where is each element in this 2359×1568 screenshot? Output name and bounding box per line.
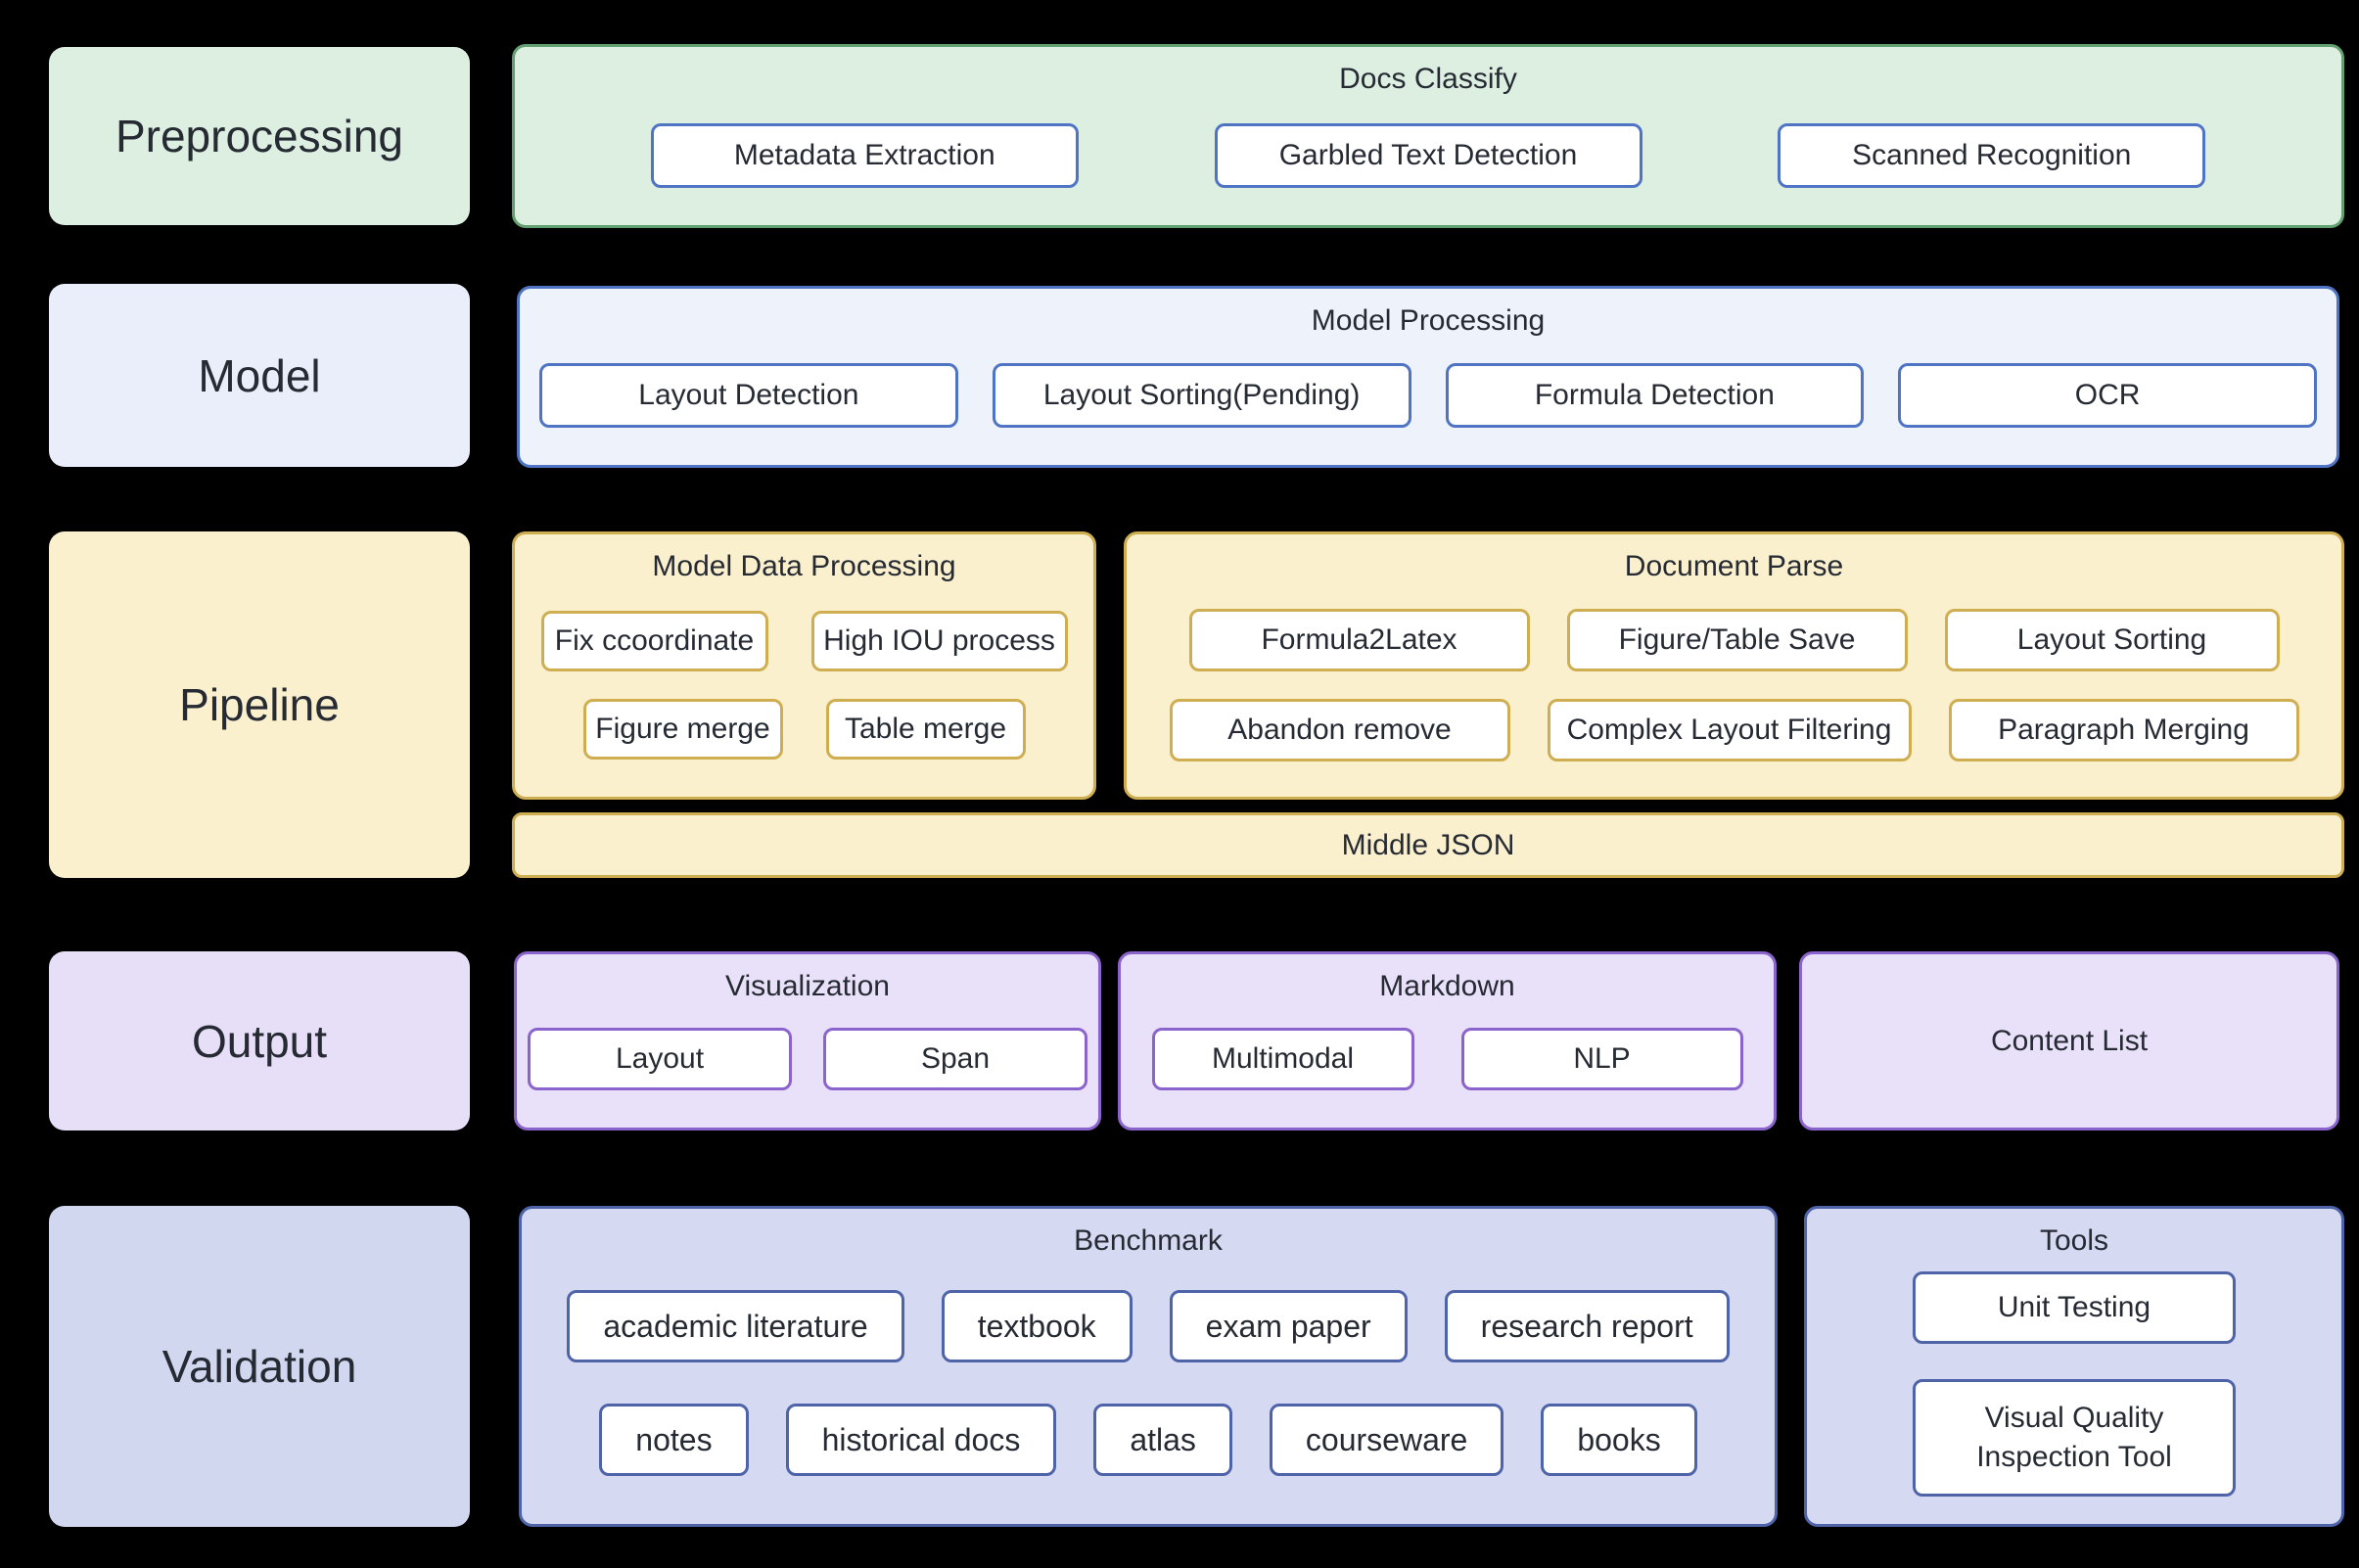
document-parse-row-1: Formula2Latex Figure/Table Save Layout S… (1127, 609, 2341, 671)
node-courseware: courseware (1269, 1404, 1504, 1476)
group-title-benchmark: Benchmark (1074, 1224, 1223, 1257)
node-exam-paper: exam paper (1169, 1290, 1408, 1362)
group-title-document-parse: Document Parse (1624, 550, 1844, 582)
group-model-processing: Model Processing Layout Detection Layout… (517, 286, 2339, 468)
stage-label-validation: Validation (49, 1206, 470, 1527)
group-model-data-processing: Model Data Processing Fix ccoordinate Hi… (512, 531, 1096, 800)
group-title-docs-classify: Docs Classify (1339, 63, 1517, 95)
node-formula2latex: Formula2Latex (1188, 609, 1530, 671)
node-ocr: OCR (1898, 363, 2317, 428)
node-books: books (1541, 1404, 1697, 1476)
node-table-merge: Table merge (825, 699, 1026, 760)
mdp-row-2: Figure merge Table merge (515, 699, 1093, 760)
benchmark-nodes: academic literature textbook exam paper … (522, 1258, 1775, 1524)
stage-label-model: Model (49, 284, 470, 467)
node-layout-sorting-pending: Layout Sorting(Pending) (992, 363, 1411, 428)
group-title-markdown: Markdown (1379, 970, 1515, 1002)
node-garbled-text-detection: Garbled Text Detection (1214, 123, 1642, 188)
node-notes: notes (599, 1404, 749, 1476)
group-docs-classify: Docs Classify Metadata Extraction Garble… (512, 44, 2344, 228)
document-parse-row-2: Abandon remove Complex Layout Filtering … (1127, 699, 2341, 761)
node-textbook: textbook (941, 1290, 1133, 1362)
node-scanned-recognition: Scanned Recognition (1778, 123, 2206, 188)
markdown-nodes: Multimodal NLP (1121, 1003, 1774, 1128)
visualization-nodes: Layout Span (517, 1003, 1098, 1128)
node-visual-quality-inspection-tool: Visual Quality Inspection Tool (1913, 1379, 2236, 1497)
tools-nodes: Unit Testing Visual Quality Inspection T… (1807, 1258, 2341, 1524)
docs-classify-nodes: Metadata Extraction Garbled Text Detecti… (515, 96, 2341, 225)
model-processing-nodes: Layout Detection Layout Sorting(Pending)… (520, 338, 2336, 465)
node-span: Span (823, 1027, 1087, 1090)
node-unit-testing: Unit Testing (1913, 1271, 2236, 1344)
stage-label-preprocessing: Preprocessing (49, 47, 470, 225)
node-high-iou-process: High IOU process (810, 611, 1068, 671)
node-abandon-remove: Abandon remove (1169, 699, 1510, 761)
stage-label-output: Output (49, 951, 470, 1130)
node-figure-table-save: Figure/Table Save (1566, 609, 1908, 671)
node-multimodal: Multimodal (1151, 1027, 1414, 1090)
group-title-model-processing: Model Processing (1311, 304, 1546, 337)
node-layout-sorting: Layout Sorting (1944, 609, 2280, 671)
group-title-visualization: Visualization (725, 970, 890, 1002)
mdp-row-1: Fix ccoordinate High IOU process (515, 611, 1093, 671)
group-visualization: Visualization Layout Span (514, 951, 1101, 1130)
node-middle-json: Middle JSON (512, 812, 2344, 878)
node-metadata-extraction: Metadata Extraction (650, 123, 1079, 188)
group-title-tools: Tools (2039, 1224, 2109, 1257)
group-content-list: Content List (1799, 951, 2339, 1130)
benchmark-row-1: academic literature textbook exam paper … (522, 1290, 1775, 1362)
node-complex-layout-filtering: Complex Layout Filtering (1547, 699, 1912, 761)
node-historical-docs: historical docs (785, 1404, 1057, 1476)
node-fix-ccoordinate: Fix ccoordinate (540, 611, 768, 671)
node-research-report: research report (1444, 1290, 1730, 1362)
stage-label-pipeline: Pipeline (49, 531, 470, 878)
node-atlas: atlas (1093, 1404, 1232, 1476)
node-nlp: NLP (1460, 1027, 1743, 1090)
group-benchmark: Benchmark academic literature textbook e… (519, 1206, 1778, 1527)
group-markdown: Markdown Multimodal NLP (1118, 951, 1777, 1130)
node-academic-literature: academic literature (567, 1290, 904, 1362)
node-layout-detection: Layout Detection (539, 363, 958, 428)
group-tools: Tools Unit Testing Visual Quality Inspec… (1804, 1206, 2344, 1527)
benchmark-row-2: notes historical docs atlas courseware b… (522, 1404, 1775, 1476)
document-parse-nodes: Formula2Latex Figure/Table Save Layout S… (1127, 583, 2341, 797)
group-title-model-data-processing: Model Data Processing (652, 550, 956, 582)
node-formula-detection: Formula Detection (1445, 363, 1865, 428)
node-layout: Layout (528, 1027, 792, 1090)
model-data-processing-nodes: Fix ccoordinate High IOU process Figure … (515, 583, 1093, 797)
node-paragraph-merging: Paragraph Merging (1948, 699, 2299, 761)
group-document-parse: Document Parse Formula2Latex Figure/Tabl… (1124, 531, 2344, 800)
node-figure-merge: Figure merge (582, 699, 783, 760)
